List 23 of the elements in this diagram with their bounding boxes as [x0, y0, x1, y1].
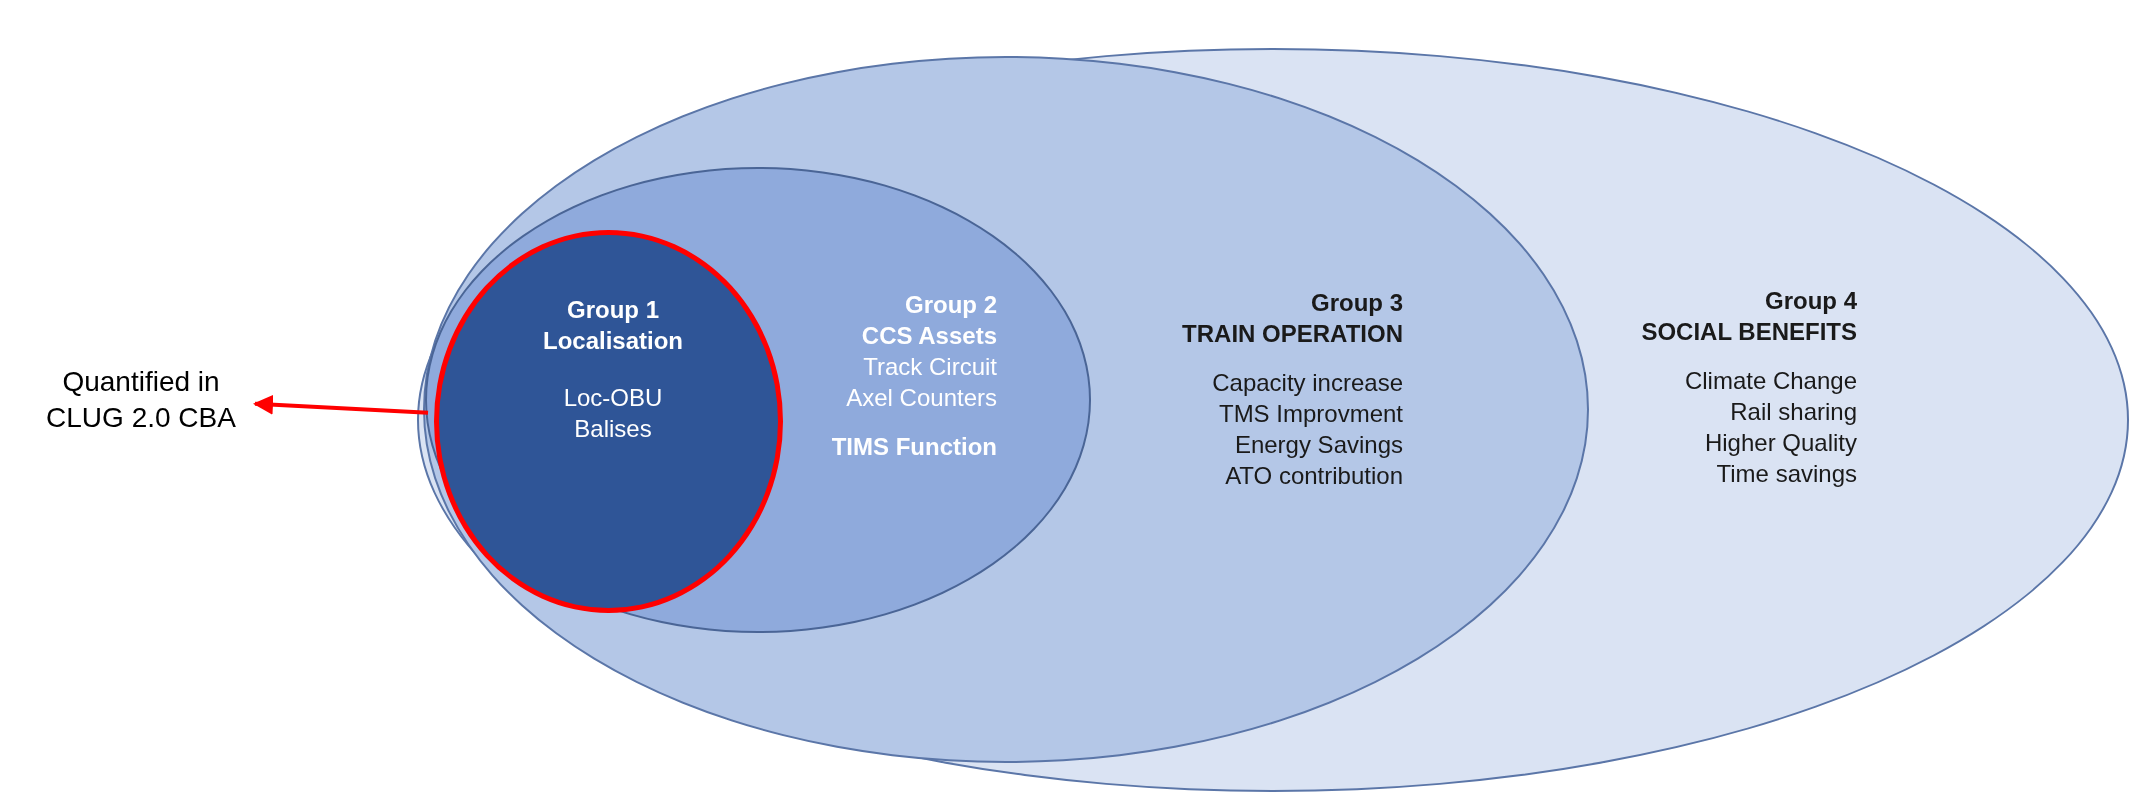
group-heading: Group 3 [1310, 288, 1403, 318]
group-title: CCS Assets [860, 321, 997, 351]
annotation-text: Quantified in CLUG 2.0 CBA [45, 365, 237, 435]
group-heading: Group 1 [566, 295, 660, 325]
list-item: Loc-OBU [562, 383, 664, 413]
list-item: Climate Change [1683, 366, 1857, 396]
group-title: Localisation [543, 326, 683, 356]
group-title: TIMS Function [831, 432, 997, 462]
list-item: Axel Counters [845, 383, 997, 413]
group-heading: Group 2 [904, 290, 997, 320]
group-title: SOCIAL BENEFITS [1641, 317, 1857, 347]
list-item: Rail sharing [1729, 397, 1857, 427]
list-item: Track Circuit [862, 352, 997, 382]
list-item: Capacity increase [1211, 368, 1403, 398]
list-item: Higher Quality [1703, 428, 1857, 458]
arrow [253, 394, 429, 415]
list-item: ATO contribution [1224, 461, 1403, 491]
list-item: Energy Savings [1233, 430, 1403, 460]
group-heading: Group 4 [1764, 286, 1857, 316]
list-item: TMS Improvment [1217, 399, 1403, 429]
group-title: TRAIN OPERATION [1182, 319, 1403, 349]
list-item: Balises [573, 414, 653, 444]
list-item: Time savings [1715, 459, 1857, 489]
